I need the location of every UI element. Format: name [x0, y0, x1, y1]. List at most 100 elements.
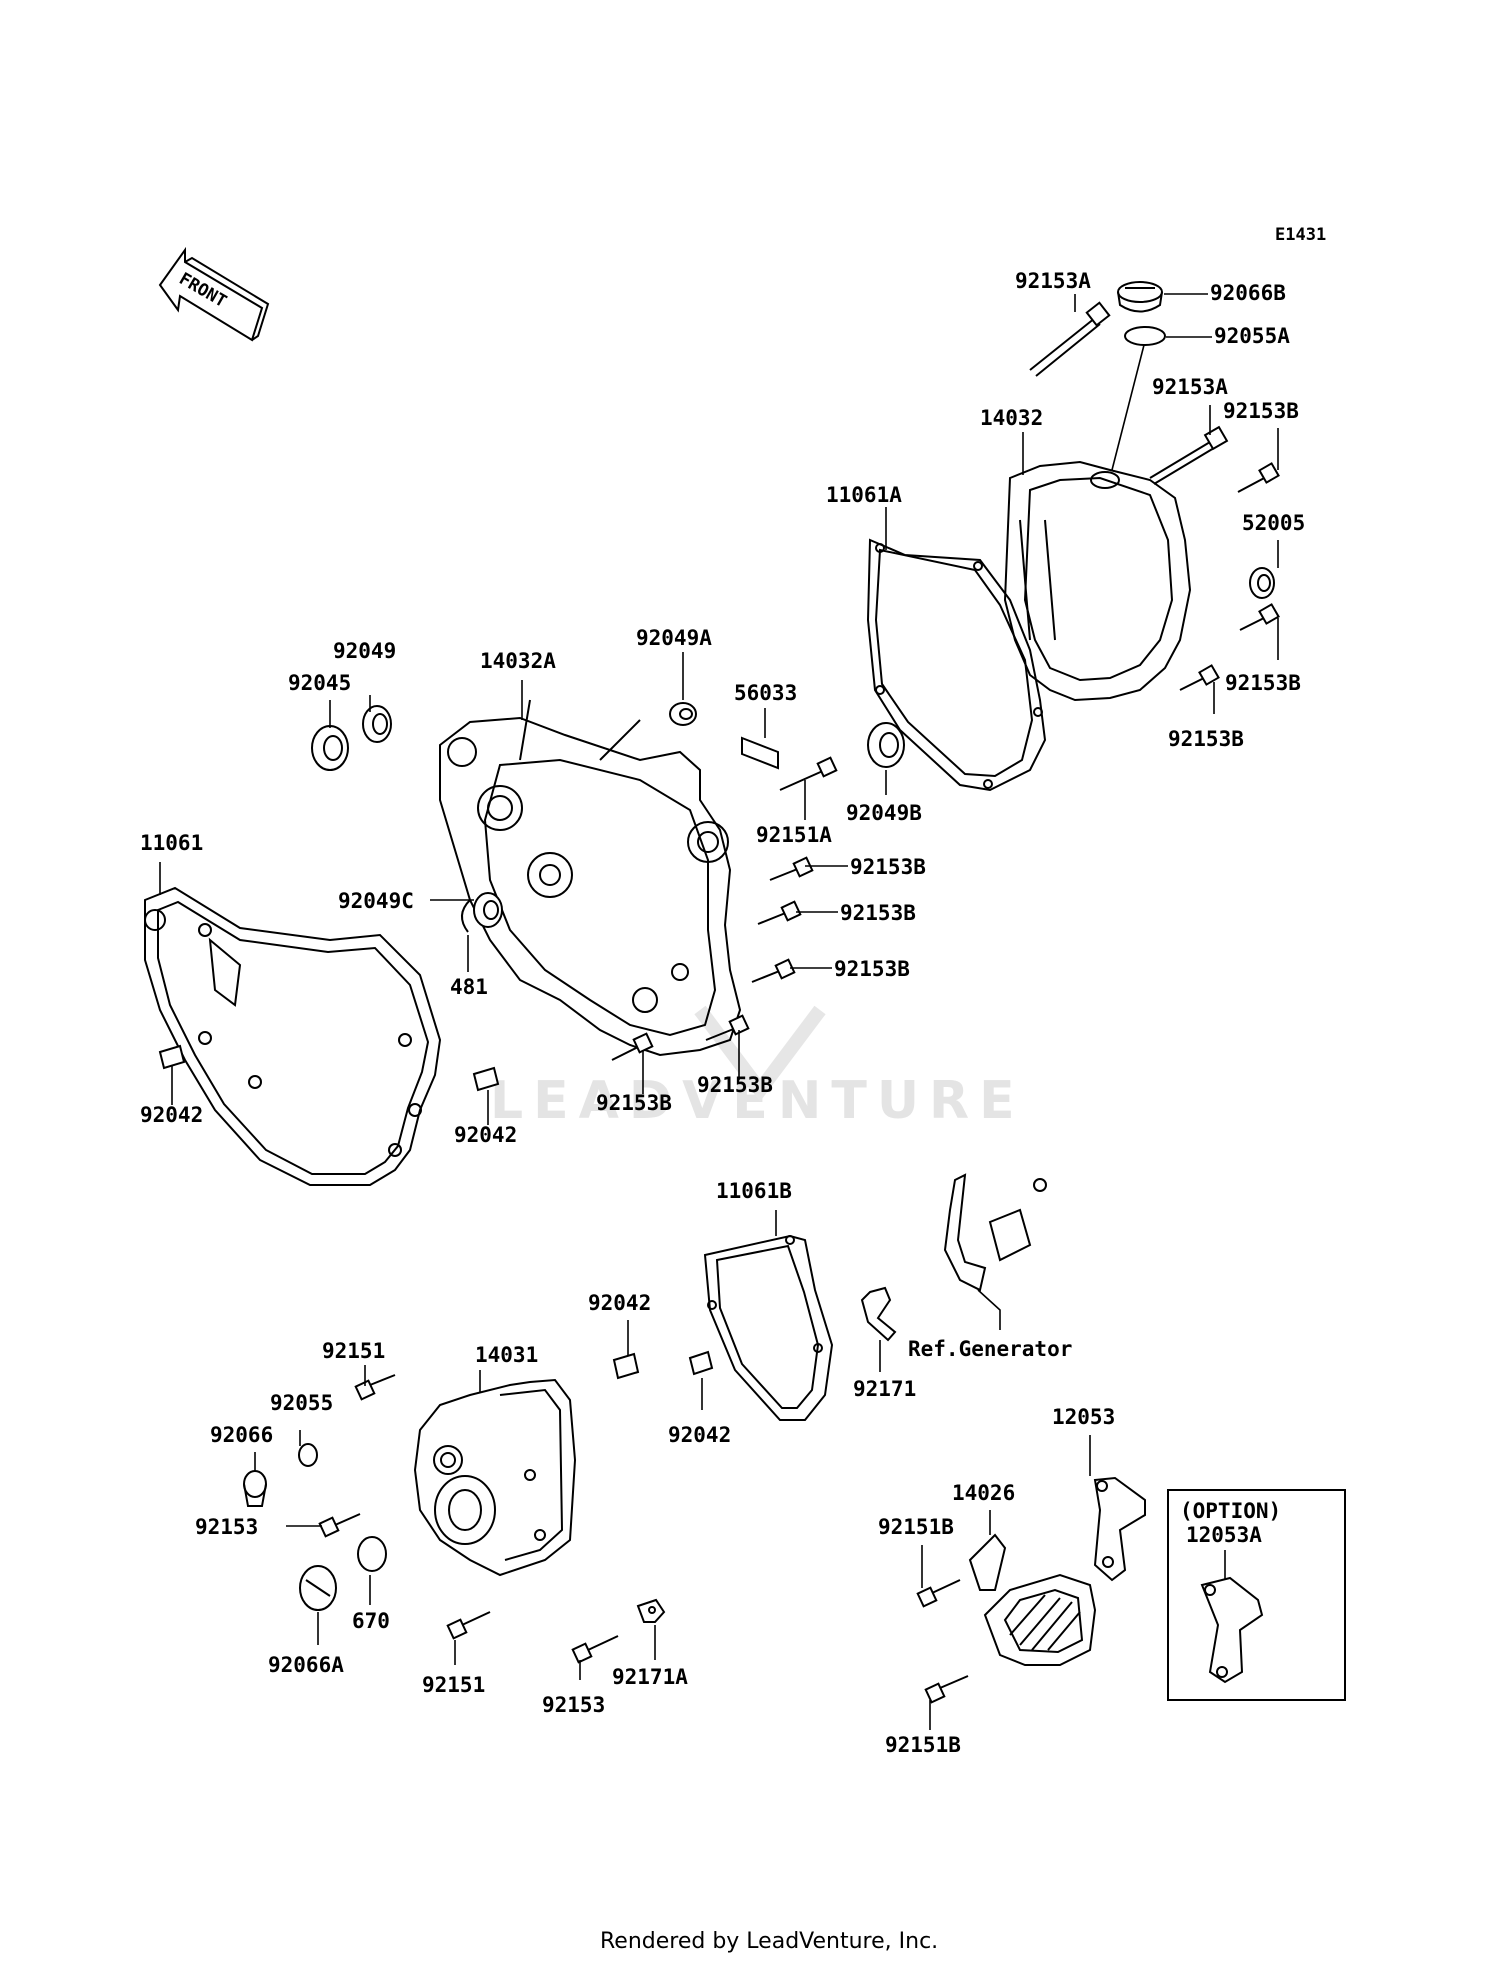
bolt-92153B-r3[interactable]	[1179, 664, 1220, 691]
part-label[interactable]: 92042	[140, 1103, 203, 1127]
part-label[interactable]: 14032A	[480, 649, 556, 673]
bolt-92151B-a[interactable]	[916, 1579, 961, 1608]
part-label[interactable]: 92066A	[268, 1653, 344, 1677]
part-label[interactable]: 92153A	[1015, 269, 1091, 293]
oil-seal-92049B[interactable]	[867, 722, 905, 768]
footer-credit: Rendered by LeadVenture, Inc.	[600, 1929, 938, 1954]
part-label[interactable]: 92049	[333, 639, 396, 663]
part-label[interactable]: 92171	[853, 1377, 916, 1401]
part-label[interactable]: 92153	[195, 1515, 258, 1539]
part-label[interactable]: 92153B	[1223, 399, 1299, 423]
part-label[interactable]: 92066	[210, 1423, 273, 1447]
option-box-title: (OPTION)	[1180, 1499, 1281, 1523]
plug-92066A[interactable]	[299, 1565, 337, 1611]
oil-seal-92049[interactable]	[362, 705, 392, 743]
part-label[interactable]: 92153B	[834, 957, 910, 981]
bolt-92151B-b[interactable]	[924, 1675, 969, 1704]
part-label[interactable]: 92151A	[756, 823, 832, 847]
part-label[interactable]: 92153B	[697, 1073, 773, 1097]
part-label[interactable]: 92066B	[1210, 281, 1286, 305]
part-label[interactable]: 14026	[952, 1481, 1015, 1505]
generator-wire-bracket[interactable]	[943, 1173, 1047, 1292]
part-label[interactable]: 92042	[668, 1423, 731, 1447]
gasket-11061[interactable]	[144, 886, 442, 1186]
front-arrow-icon: FRONT	[158, 246, 270, 342]
clutch-cover-inner-14032A[interactable]	[439, 699, 742, 1057]
bolt-92151A[interactable]	[779, 756, 838, 791]
part-label[interactable]: 56033	[734, 681, 797, 705]
part-label[interactable]: 92153B	[1168, 727, 1244, 751]
part-label[interactable]: 481	[450, 975, 488, 999]
part-label[interactable]: 92153B	[850, 855, 926, 879]
bolt-92153B-c3[interactable]	[751, 958, 796, 983]
part-label[interactable]: 92153A	[1152, 375, 1228, 399]
clamp-92171[interactable]	[860, 1286, 897, 1342]
bolt-92153-b[interactable]	[571, 1635, 619, 1664]
part-label[interactable]: 12053	[1052, 1405, 1115, 1429]
bracket-12053A[interactable]	[1200, 1576, 1264, 1684]
part-label[interactable]: 14031	[475, 1343, 538, 1367]
part-label[interactable]: 92055	[270, 1391, 333, 1415]
clutch-cover-14032[interactable]	[1003, 460, 1192, 702]
option-box: (OPTION) 12053A	[1167, 1489, 1346, 1701]
part-label[interactable]: 92042	[454, 1123, 517, 1147]
part-label[interactable]: 92042	[588, 1291, 651, 1315]
part-label[interactable]: 670	[352, 1609, 390, 1633]
o-ring-92055A[interactable]	[1124, 326, 1166, 346]
guard-14026[interactable]	[968, 1533, 1097, 1666]
plug-92066[interactable]	[243, 1470, 267, 1507]
part-label[interactable]: 92153	[542, 1693, 605, 1717]
bolt-92151-b[interactable]	[446, 1611, 491, 1640]
oil-filler-cap-92066B[interactable]	[1117, 281, 1163, 313]
bolt-92151-a[interactable]	[354, 1374, 396, 1401]
bolt-92153B-b1[interactable]	[611, 1032, 654, 1061]
circlip-481[interactable]	[461, 899, 471, 933]
part-label[interactable]: 11061	[140, 831, 203, 855]
part-label[interactable]: 92151	[422, 1673, 485, 1697]
part-label[interactable]: 92153B	[1225, 671, 1301, 695]
gasket-11061B[interactable]	[703, 1234, 834, 1421]
dowel-pin-92042-b[interactable]	[472, 1066, 500, 1092]
diagram-code: E1431	[1275, 225, 1326, 245]
label-plate-56033[interactable]	[741, 736, 779, 770]
bolt-92153B-r1[interactable]	[1237, 462, 1280, 493]
part-label[interactable]: 11061B	[716, 1179, 792, 1203]
part-label[interactable]: 92151B	[885, 1733, 961, 1757]
bolt-92153B-c2[interactable]	[757, 900, 802, 925]
bolt-92153A-top[interactable]	[1029, 301, 1111, 377]
part-label[interactable]: 92049B	[846, 801, 922, 825]
bolt-92153B-r2[interactable]	[1239, 603, 1280, 631]
part-label[interactable]: 11061A	[826, 483, 902, 507]
gasket-11061A[interactable]	[866, 538, 1047, 792]
bolt-92153A-mid[interactable]	[1149, 425, 1229, 485]
part-label[interactable]: 92049A	[636, 626, 712, 650]
dowel-pin-92042-a[interactable]	[158, 1044, 186, 1070]
part-label[interactable]: 92045	[288, 671, 351, 695]
bearing-92045[interactable]	[311, 725, 349, 771]
oil-seal-92049C[interactable]	[473, 892, 503, 928]
part-label[interactable]: 14032	[980, 406, 1043, 430]
o-ring-670[interactable]	[357, 1536, 387, 1572]
part-label[interactable]: 52005	[1242, 511, 1305, 535]
part-label[interactable]: 92151	[322, 1339, 385, 1363]
generator-cover-14031[interactable]	[413, 1378, 577, 1577]
oil-seal-52005[interactable]	[1249, 567, 1275, 599]
o-ring-92055[interactable]	[298, 1443, 318, 1467]
clamp-92171A[interactable]	[636, 1598, 666, 1623]
part-labels: 92153A 92066B 92055A 92153A 92153B 14032…	[140, 269, 1305, 1757]
part-label[interactable]: 92151B	[878, 1515, 954, 1539]
part-label[interactable]: 92153B	[596, 1091, 672, 1115]
part-label[interactable]: 92055A	[1214, 324, 1290, 348]
dowel-pin-92042-c[interactable]	[612, 1352, 640, 1380]
option-box-part[interactable]: 12053A	[1186, 1523, 1262, 1547]
dowel-pin-92042-d[interactable]	[688, 1350, 714, 1376]
part-label[interactable]: 92153B	[840, 901, 916, 925]
oil-seal-92049A[interactable]	[669, 702, 697, 726]
bracket-12053[interactable]	[1093, 1476, 1146, 1582]
bolt-92153B-b2[interactable]	[705, 1014, 750, 1041]
part-label[interactable]: 92049C	[338, 889, 414, 913]
bolt-92153B-c1[interactable]	[769, 856, 814, 881]
bolt-92153-a[interactable]	[318, 1513, 361, 1538]
part-label[interactable]: 92171A	[612, 1665, 688, 1689]
